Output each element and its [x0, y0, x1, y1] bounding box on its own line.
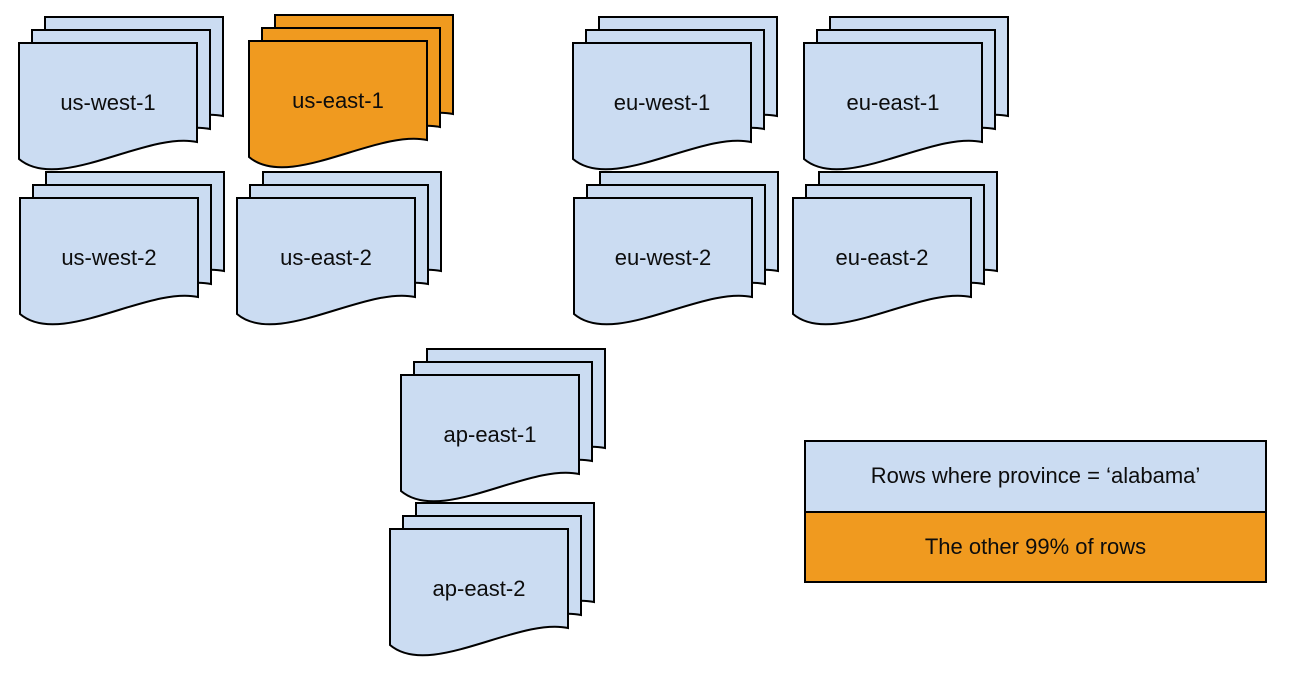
document-stack-eu-east-2: eu-east-2 [792, 171, 998, 327]
document-stack-eu-east-1: eu-east-1 [803, 16, 1009, 172]
document-front [573, 197, 753, 326]
legend: Rows where province = ‘alabama’ The othe… [804, 440, 1267, 583]
document-front [236, 197, 416, 326]
document-stack-graphic [400, 348, 606, 503]
document-stack-graphic [792, 171, 998, 326]
legend-row-other-rows-label: The other 99% of rows [924, 533, 1147, 559]
document-front [792, 197, 972, 326]
document-stack-us-east-2: us-east-2 [236, 171, 442, 327]
document-stack-us-east-1: us-east-1 [248, 14, 454, 170]
document-stack-graphic [572, 16, 778, 171]
legend-row-alabama: Rows where province = ‘alabama’ [806, 442, 1265, 511]
document-stack-graphic [18, 16, 224, 171]
document-stack-ap-east-1: ap-east-1 [400, 348, 606, 504]
document-stack-eu-west-1: eu-west-1 [572, 16, 778, 172]
document-front [18, 42, 198, 171]
document-stack-ap-east-2: ap-east-2 [389, 502, 595, 658]
document-front [572, 42, 752, 171]
document-front [389, 528, 569, 657]
document-stack-graphic [248, 14, 454, 169]
legend-row-alabama-label: Rows where province = ‘alabama’ [870, 463, 1201, 489]
document-stack-graphic [236, 171, 442, 326]
document-stack-us-west-1: us-west-1 [18, 16, 224, 172]
document-stack-eu-west-2: eu-west-2 [573, 171, 779, 327]
document-front [400, 374, 580, 503]
document-stack-graphic [573, 171, 779, 326]
document-stack-graphic [803, 16, 1009, 171]
document-front [248, 40, 428, 169]
document-front [19, 197, 199, 326]
document-stack-graphic [389, 502, 595, 657]
document-stack-graphic [19, 171, 225, 326]
document-stack-us-west-2: us-west-2 [19, 171, 225, 327]
legend-row-other-rows: The other 99% of rows [806, 510, 1265, 581]
document-front [803, 42, 983, 171]
